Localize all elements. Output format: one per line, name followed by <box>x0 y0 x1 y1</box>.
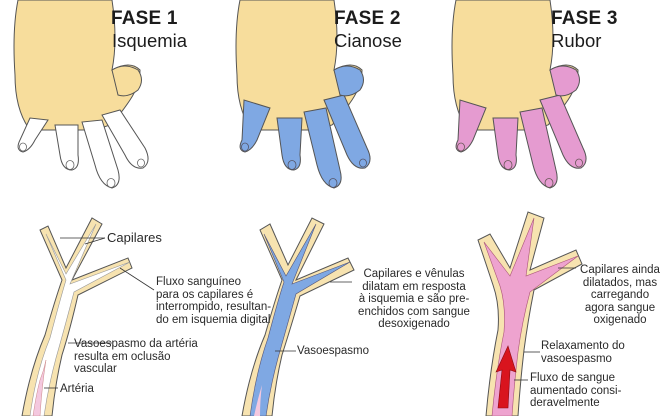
hand-1-thumb <box>111 65 142 97</box>
phase-2-number: FASE 2 <box>334 8 401 29</box>
hand-2-nail-3 <box>328 178 338 188</box>
hand-1-finger-middle <box>54 124 79 171</box>
hand-1-nail-3 <box>106 178 116 188</box>
hand-phase-1 <box>13 0 149 189</box>
hand-1-finger-small <box>101 109 149 169</box>
phase-3-number: FASE 3 <box>551 8 618 29</box>
label-artery: Artéria <box>60 383 94 395</box>
hand-1-palm <box>13 0 141 131</box>
hand-3-finger-ring <box>519 107 558 189</box>
vessel-2-artery <box>254 385 262 416</box>
hand-3-finger-small <box>539 94 587 169</box>
phase-3-name: Rubor <box>551 30 602 51</box>
hand-1-finger-index <box>17 117 49 153</box>
vessel-2-inner <box>249 223 351 416</box>
hand-2-finger-ring <box>303 107 342 189</box>
hand-3-finger-index <box>455 99 487 153</box>
leader-capillaries-2 <box>84 237 106 245</box>
phase-2-name: Cianose <box>334 30 402 51</box>
hand-2-finger-middle <box>276 117 303 171</box>
vessel-1-inner <box>29 223 131 416</box>
hand-3-thumb <box>549 65 580 97</box>
label-still-dilated: Capilares ainda dilatados, mas carregand… <box>580 264 660 326</box>
label-flow-interrupted: Fluxo sanguíneo para os capilares é inte… <box>156 276 272 326</box>
hand-2-nail-2 <box>287 160 297 170</box>
label-vasospasm: Vasoespasmo <box>297 345 370 357</box>
hand-2-thumb <box>333 65 364 97</box>
hand-1-finger-ring <box>81 119 120 189</box>
label-increased-flow: Fluxo de sangue aumentado consi- deravel… <box>530 372 622 409</box>
label-capillaries: Capilares <box>107 230 162 245</box>
hand-phase-2 <box>235 0 371 189</box>
hand-3-nail-2 <box>503 160 513 170</box>
hand-3-finger-middle <box>492 117 519 171</box>
vessel-phase-2 <box>241 217 355 416</box>
hand-2-finger-small <box>323 94 371 169</box>
phase-1-name: Isquemia <box>112 30 188 51</box>
phase-1-number: FASE 1 <box>111 8 178 29</box>
leader-flow <box>119 267 155 291</box>
hand-2-nail-4 <box>359 158 367 168</box>
hand-1-nail-1 <box>19 142 27 152</box>
label-capillaries-dilate: Capilares e vênulas dilatam em resposta … <box>358 268 470 330</box>
hand-3-nail-3 <box>544 178 554 188</box>
hand-2-nail-1 <box>241 142 249 152</box>
flow-arrow <box>495 345 517 409</box>
vessel-phase-3 <box>477 211 583 416</box>
label-relaxation: Relaxamento do vasoespasmo <box>541 340 625 365</box>
hand-3-palm <box>451 0 579 131</box>
label-vasospasm-artery: Vasoespasmo da artéria resulta em oclusã… <box>74 338 198 375</box>
hand-phase-3 <box>451 0 587 189</box>
vessel-phase-1 <box>21 217 155 416</box>
hand-2-finger-index <box>239 99 271 153</box>
hand-1-nail-4 <box>137 158 145 168</box>
vessel-1-artery <box>32 359 47 416</box>
hand-3-nail-4 <box>575 158 583 168</box>
hand-2-palm <box>235 0 363 131</box>
hand-3-nail-1 <box>457 142 465 152</box>
hand-1-nail-2 <box>65 160 75 170</box>
